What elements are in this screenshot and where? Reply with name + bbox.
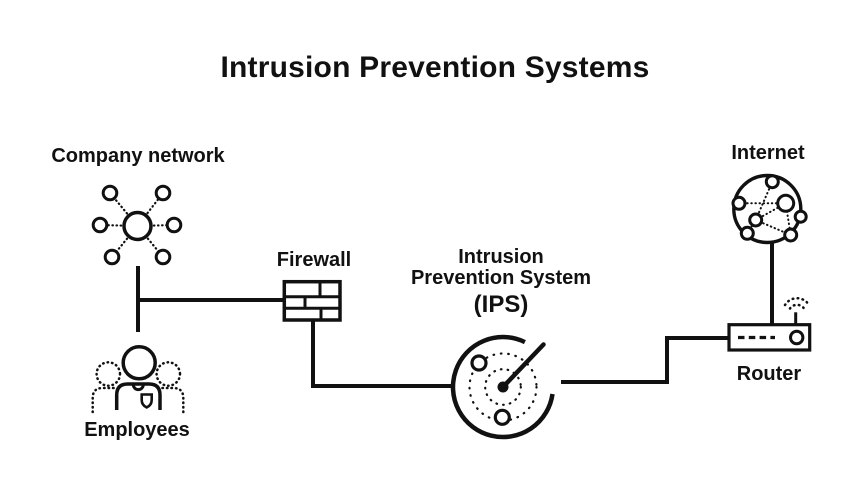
router-label: Router [736,363,802,385]
internet-label: Internet [731,142,805,164]
connector-ips-to-router [561,336,730,384]
firewall-label: Firewall [276,249,352,271]
firewall-brick-wall-icon [282,279,342,322]
diagram-title: Intrusion Prevention Systems [220,51,650,84]
ips-label-line1: Intrusion [458,246,544,268]
radar-scan-icon [450,334,555,440]
wifi-waves-icon [783,296,811,310]
wifi-router-icon [727,296,812,352]
connector-firewall-to-ips [311,320,452,388]
ips-label-line2: Prevention System [410,267,592,289]
ips-acronym: (IPS) [473,291,529,318]
company-network-label: Company network [51,145,225,167]
employees-label: Employees [84,419,190,441]
network-hub-icon [91,184,183,266]
employees-icon [91,345,185,414]
internet-globe-icon [731,173,808,245]
ips-label: Intrusion Prevention System (IPS) [411,247,591,319]
